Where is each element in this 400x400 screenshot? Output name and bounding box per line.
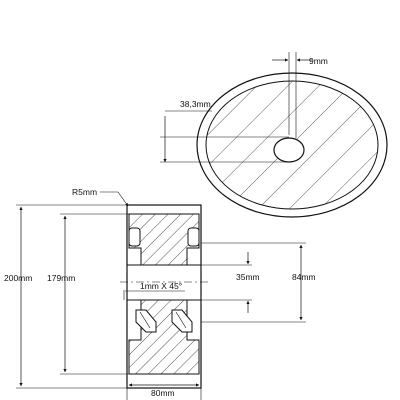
upper-right-recess — [187, 227, 200, 247]
dimension-annotations: R5mm 200mm 179mm 35mm 84mm 1mm X 45° 80m — [4, 187, 316, 400]
outer-ellipse — [196, 72, 388, 218]
wheel-outline — [126, 204, 202, 389]
elliptical-section-view: 9mm 38,3mm — [160, 52, 388, 218]
lower-left-slot-detail — [139, 311, 151, 329]
upper-left-recess — [128, 227, 141, 247]
bore-label: 35mm — [236, 272, 260, 282]
wheel-cross-section — [120, 204, 210, 389]
center-hole — [273, 137, 305, 163]
width-label: 80mm — [151, 388, 175, 398]
hole-diameter-label: 9mm — [309, 56, 328, 66]
lower-right-slot — [171, 309, 193, 333]
hub-diameter-label: 84mm — [292, 272, 316, 282]
inner-diameter-label: 179mm — [47, 273, 75, 283]
chamfer-label: 1mm X 45° — [140, 281, 182, 291]
outer-diameter-label: 200mm — [4, 273, 32, 283]
fillet-leader-diagonal — [117, 191, 129, 207]
fillet-radius-label: R5mm — [72, 187, 97, 197]
lower-right-slot-detail — [175, 311, 187, 329]
lower-left-slot — [135, 309, 157, 333]
offset-label: 38,3mm — [180, 99, 211, 109]
